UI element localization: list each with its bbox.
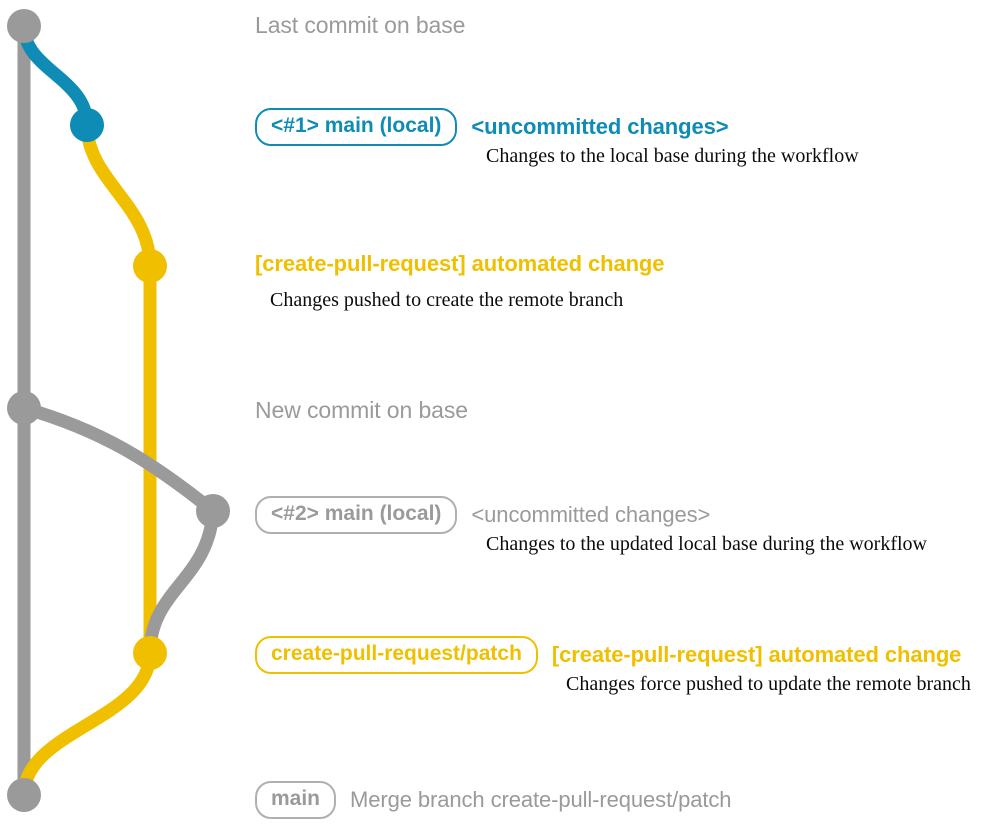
entry-headline: Last commit on base	[255, 12, 466, 38]
entry-headline: [create-pull-request] automated change	[255, 251, 665, 276]
entry-local-uncommitted-2: <#2> main (local) <uncommitted changes>	[255, 496, 711, 535]
node-new-commit-on-base[interactable]	[7, 391, 41, 425]
node-automated-change-1[interactable]	[133, 249, 167, 283]
node-merge-commit[interactable]	[7, 778, 41, 812]
entry-subtext-automated-change-1: Changes pushed to create the remote bran…	[270, 289, 624, 311]
node-automated-change-2[interactable]	[133, 636, 167, 670]
entry-automated-change-1: [create-pull-request] automated change	[255, 251, 664, 277]
entry-local-uncommitted-1: <#1> main (local) <uncommitted changes>	[255, 108, 729, 147]
entry-headline: New commit on base	[255, 397, 468, 423]
entry-subtext-local-uncommitted-1: Changes to the local base during the wor…	[486, 145, 859, 167]
entry-headline: <uncommitted changes>	[471, 114, 729, 140]
edge-local-2-to-remote-2	[143, 504, 220, 660]
edge-base-to-local-1	[17, 19, 94, 132]
edge-remote-2-to-merge	[17, 646, 157, 802]
entry-last-commit-on-base: Last commit on base	[255, 12, 465, 39]
edge-local-1-to-remote-1	[80, 118, 157, 273]
node-local-uncommitted-2[interactable]	[196, 494, 230, 528]
branch-pill-create-pull-request-patch[interactable]: create-pull-request/patch	[255, 636, 538, 675]
entry-headline: Merge branch create-pull-request/patch	[350, 787, 732, 813]
node-local-uncommitted-1[interactable]	[70, 108, 104, 142]
edge-base-to-local-2	[17, 401, 220, 518]
node-last-commit-on-base[interactable]	[7, 9, 41, 43]
entry-subtext-automated-change-2: Changes force pushed to update the remot…	[566, 673, 971, 695]
branch-pill-main-local-1[interactable]: <#1> main (local)	[255, 108, 458, 147]
entry-automated-change-2: create-pull-request/patch [create-pull-r…	[255, 636, 962, 675]
branch-pill-main-local-2[interactable]: <#2> main (local)	[255, 496, 458, 535]
entry-headline: [create-pull-request] automated change	[551, 642, 962, 668]
entry-new-commit-on-base: New commit on base	[255, 397, 468, 424]
entry-subtext-local-uncommitted-2: Changes to the updated local base during…	[486, 533, 927, 555]
branch-pill-main[interactable]: main	[255, 781, 337, 820]
entry-merge-commit: main Merge branch create-pull-request/pa…	[255, 781, 732, 820]
entry-headline: <uncommitted changes>	[471, 502, 711, 528]
